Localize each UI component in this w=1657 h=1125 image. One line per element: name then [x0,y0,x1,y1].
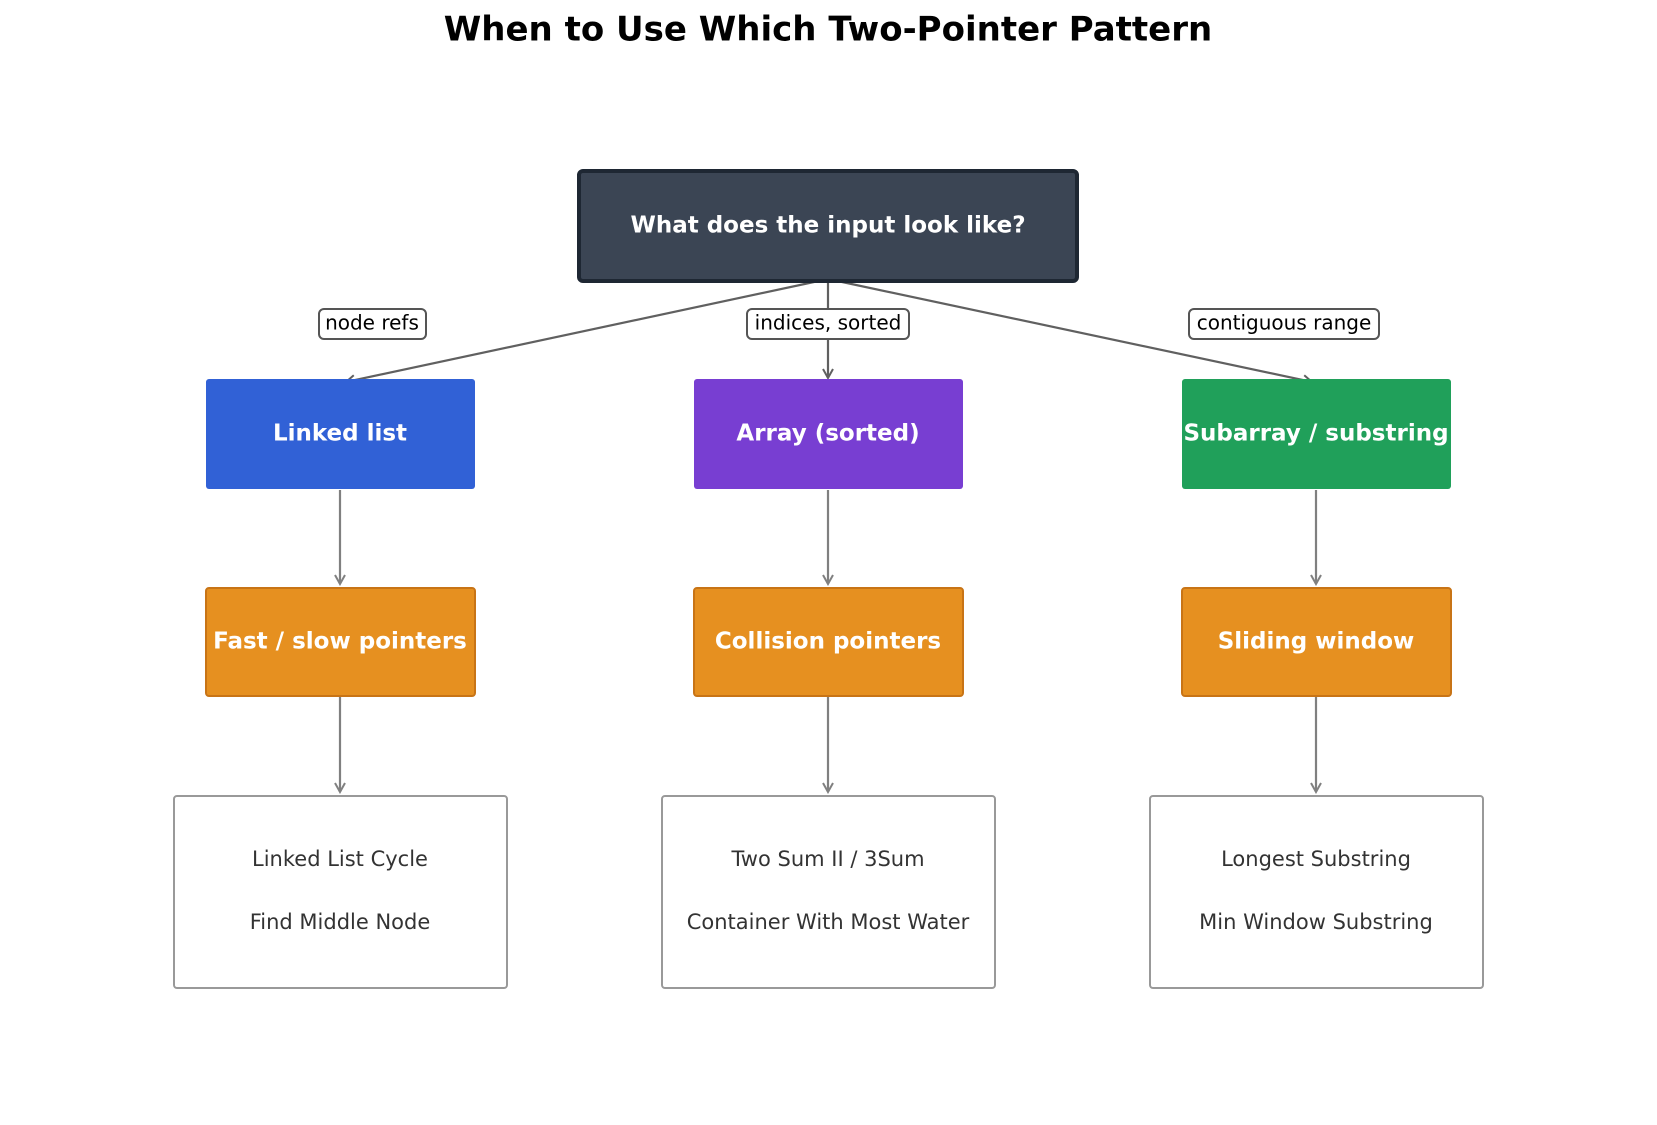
example-item: Two Sum II / 3Sum [730,847,924,871]
edge-label-contiguous-range: contiguous range [1188,308,1380,340]
pattern-node-fast-slow: Fast / slow pointers [205,587,476,697]
root-node-label: What does the input look like? [630,213,1025,239]
example-item: Longest Substring [1221,847,1411,871]
examples-box-sliding-window: Longest Substring Min Window Substring [1149,795,1484,989]
root-node-box [577,169,1079,283]
example-item: Container With Most Water [687,910,970,934]
column-edges [340,490,1316,792]
input-node-label: Linked list [273,421,407,447]
examples-box-collision: Two Sum II / 3Sum Container With Most Wa… [661,795,996,989]
edge-label-text: node refs [325,311,419,335]
input-node-label: Subarray / substring [1183,421,1448,447]
example-item: Min Window Substring [1199,910,1433,934]
pattern-node-collision: Collision pointers [693,587,964,697]
input-node-label: Array (sorted) [736,421,919,447]
edge-label-text: indices, sorted [755,311,902,335]
examples-box-fast-slow: Linked List Cycle Find Middle Node [173,795,508,989]
example-item: Find Middle Node [250,910,431,934]
pattern-node-label: Fast / slow pointers [213,629,467,655]
edge-label-indices-sorted: indices, sorted [746,308,910,340]
edge-label-node-refs: node refs [318,308,427,340]
pattern-node-sliding-window: Sliding window [1181,587,1452,697]
pattern-node-label: Sliding window [1218,629,1415,655]
edge-root-to-linked-list [346,277,829,382]
diagram-title: When to Use Which Two-Pointer Pattern [444,10,1212,50]
input-node-linked-list: Linked list [206,379,475,489]
edge-label-text: contiguous range [1197,311,1372,335]
root-node: What does the input look like? [577,169,1079,283]
input-node-subarray-substring: Subarray / substring [1182,379,1451,489]
pattern-node-label: Collision pointers [715,629,941,655]
input-node-array-sorted: Array (sorted) [694,379,963,489]
example-item: Linked List Cycle [252,847,428,871]
edge-root-to-subarray [827,277,1312,382]
